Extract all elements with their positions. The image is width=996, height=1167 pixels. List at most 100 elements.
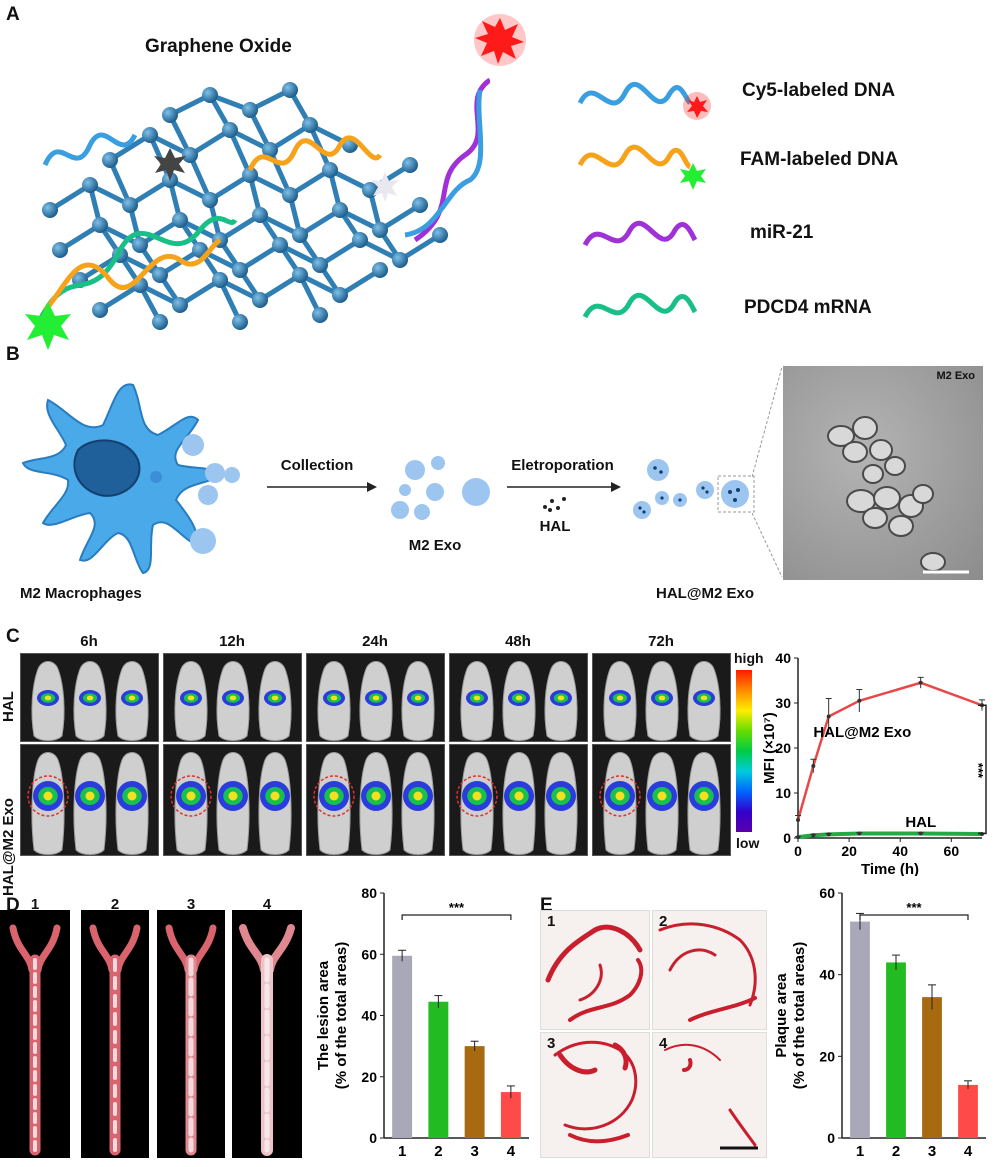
legend-cy5-label: Cy5-labeled DNA [742,80,896,101]
panel-b-letter: B [6,344,20,365]
released-duplex-green [37,216,238,322]
data-point [857,831,862,836]
hal-drug-label: HAL [539,518,571,535]
quenched-light-star [371,172,399,202]
aorta-2 [89,924,141,1156]
legend-mir21-label: miR-21 [750,222,814,243]
plaque-section-number-4: 4 [659,1035,668,1052]
graphene-oxide-illustration [25,77,490,350]
significance-stars: *** [449,900,465,915]
signal-blob-core [699,791,709,801]
m2-macrophages-label: M2 Macrophages [20,585,142,602]
plaque-section-number-2: 2 [659,913,668,930]
graphene-lattice [48,87,442,324]
bar [850,921,870,1138]
plaque-stains [545,922,758,1150]
tem-micrograph: M2 Exo [783,366,983,580]
plaque-section-number-1: 1 [547,913,556,930]
signal-blob-core [271,695,279,701]
signal-blob-core [473,695,481,701]
data-point [857,698,862,703]
scale-low-label: low [736,835,760,851]
graphene-oxide-title: Graphene Oxide [145,36,292,57]
data-point [796,818,800,822]
legend-pdcd4-label: PDCD4 mRNA [744,297,872,318]
x-tick-label: 3 [470,1143,478,1160]
data-point [796,835,800,840]
zoom-lines [752,366,783,578]
significance-bracket [978,704,987,835]
bar [500,1092,521,1138]
color-scale-bar [736,670,752,832]
row-label-hal-m2-exo: HAL@M2 Exo [0,798,17,896]
legend-fam-label: FAM-labeled DNA [740,149,899,170]
collection-label: Collection [280,457,354,474]
y-tick-label: 80 [361,885,377,901]
series-line [797,831,983,840]
highlight-circle [313,775,355,817]
signal-blob-core [616,695,624,701]
eletroporation-label: Eletroporation [511,457,614,474]
y-axis-label: MFI (×10⁷) [762,712,778,784]
signal-blob-core [229,695,237,701]
aorta-3 [165,924,217,1156]
hal-m2-exo-vesicles [633,459,755,519]
adsorbed-blue-strand [42,132,138,167]
significance-bracket [401,914,512,920]
signal-blob-core [187,695,195,701]
tem-label: M2 Exo [936,370,975,382]
signal-blob-core [127,791,137,801]
legend-mir21-strand [582,220,698,247]
signal-blob-core [414,695,422,701]
row-label-hal: HAL [0,691,17,722]
aorta-drawings [9,924,295,1156]
x-tick-label: 60 [944,843,960,859]
signal-blob-core [658,695,666,701]
y-tick-label: 20 [819,1048,835,1064]
signal-blob-core [85,791,95,801]
y-axis-label-line1: Plaque area [773,973,790,1058]
signal-blob-core [128,695,136,701]
legend-cy5-strand [577,82,711,120]
y-tick-label: 0 [783,830,791,846]
quenched-dark-star [154,148,186,181]
bar [922,997,942,1138]
series-label-hal: HAL [905,814,936,831]
signal-blob-core [44,695,52,701]
released-duplex-orange [43,237,222,312]
x-tick-label: 20 [841,843,857,859]
y-axis-label-line2: (% of the total areas) [333,942,350,1090]
signal-blob-core [556,791,566,801]
data-point [811,764,816,768]
m2-macrophage-illustration [21,383,240,575]
signal-blob-core [186,791,196,801]
timepoint-48h: 48h [505,633,531,650]
x-tick-label: 0 [794,843,802,859]
timepoint-72h: 72h [648,633,674,650]
m2-exo-label: M2 Exo [408,537,462,554]
bar [464,1046,485,1138]
data-point [811,833,816,838]
signal-blob-core [329,791,339,801]
x-tick-label: 1 [398,1143,406,1160]
signal-blob-core [557,695,565,701]
adsorbed-orange-strand [247,135,383,172]
signal-blob-core [228,791,238,801]
fam-green-star [25,302,71,350]
bar [428,1001,449,1138]
y-axis-label-line2: (% of the total areas) [791,942,808,1090]
tem-vesicles [827,416,969,574]
x-tick-label: 4 [507,1143,516,1160]
y-tick-label: 0 [369,1130,377,1146]
timepoint-6h: 6h [80,633,98,650]
graphene-atoms [42,82,448,330]
highlight-circle [456,775,498,817]
significance-stars: *** [971,763,986,779]
signal-blob-core [615,791,625,801]
timepoint-12h: 12h [219,633,245,650]
legend-pdcd4-strand [582,292,698,319]
highlight-circle [27,775,69,817]
